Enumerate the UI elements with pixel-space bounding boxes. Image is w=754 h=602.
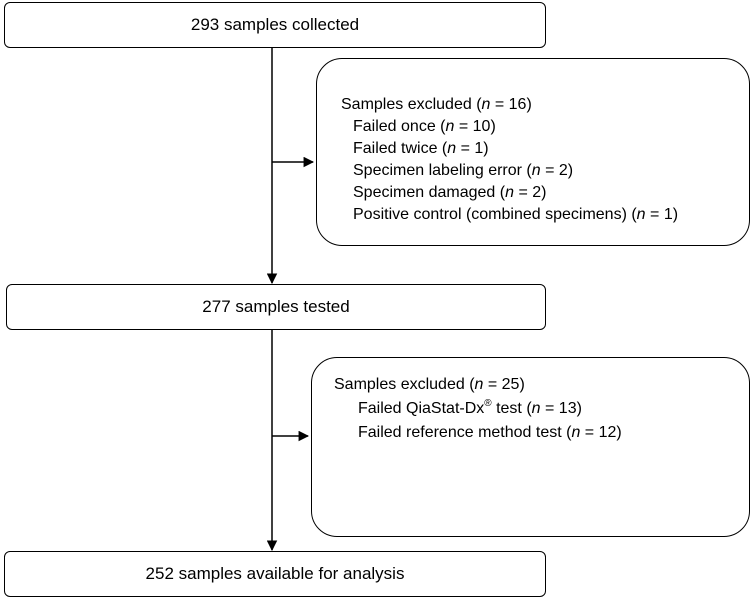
exclusion-1-item: Specimen damaged (n = 2) [353,184,547,201]
tested-text: 277 samples tested [202,297,350,316]
exclusion-2-item: Failed QiaStat-Dx® test (n = 13) [358,398,582,418]
exclusion-1-item: Positive control (combined specimens) (n… [353,206,679,223]
box-samples-collected: 293 samples collected [4,2,546,48]
box-samples-available: 252 samples available for analysis [4,551,546,597]
available-text: 252 samples available for analysis [145,564,405,583]
box-exclusion-1: Samples excluded (n = 16) Failed once (n… [316,58,750,246]
exclusion-2-header: Samples excluded (n = 25) [334,376,525,393]
exclusion-1-item: Failed twice (n = 1) [353,140,489,157]
collected-text: 293 samples collected [190,15,360,34]
exclusion-1-item: Failed once (n = 10) [353,118,496,135]
exclusion-1-item: Specimen labeling error (n = 2) [353,162,574,179]
exclusion-2-item: Failed reference method test (n = 12) [358,424,622,441]
exclusion-1-header: Samples excluded (n = 16) [341,96,532,113]
box-samples-tested: 277 samples tested [6,284,546,330]
box-exclusion-2: Samples excluded (n = 25) Failed QiaStat… [311,357,750,537]
